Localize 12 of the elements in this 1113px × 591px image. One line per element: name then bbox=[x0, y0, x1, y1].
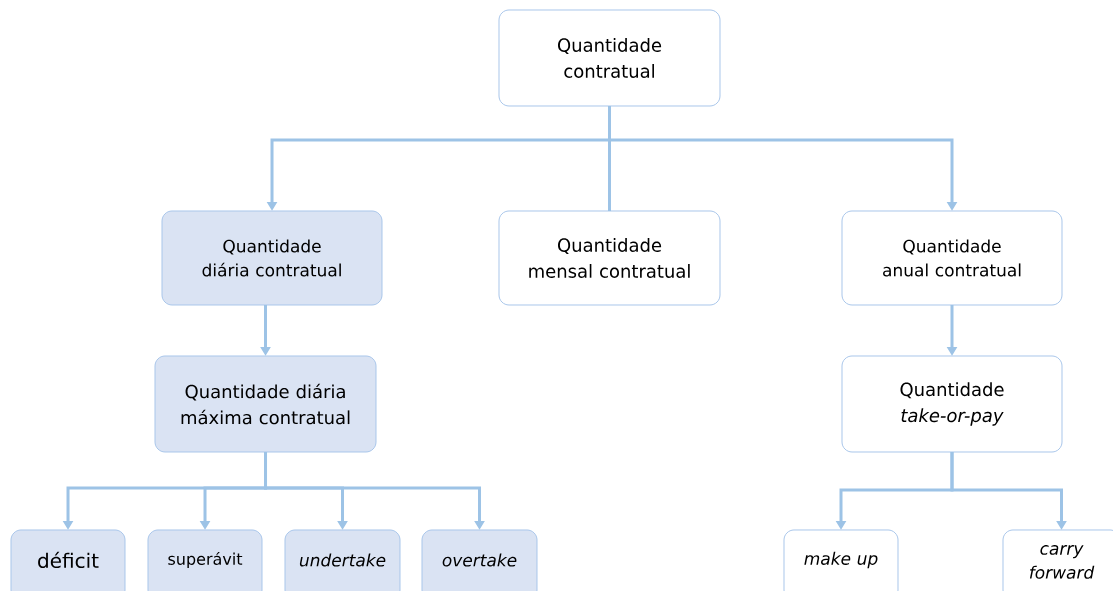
concept-box: Quantidade diária máxima contratual bbox=[154, 355, 377, 453]
concept-box: Quantidade diária contratual bbox=[161, 210, 383, 306]
term-box: undertake bbox=[284, 529, 401, 591]
concept-box: Quantidade take-or-pay bbox=[841, 355, 1063, 453]
term-box: déficit bbox=[10, 529, 126, 591]
term-box: superávit bbox=[147, 529, 263, 591]
term-box: carry forward bbox=[1002, 529, 1113, 591]
concept-box: Quantidade mensal contratual bbox=[498, 210, 721, 306]
term-box: overtake bbox=[421, 529, 538, 591]
concept-box: Quantidade contratual bbox=[498, 9, 721, 107]
term-box: make up bbox=[783, 529, 899, 591]
concept-box: Quantidade anual contratual bbox=[841, 210, 1063, 306]
